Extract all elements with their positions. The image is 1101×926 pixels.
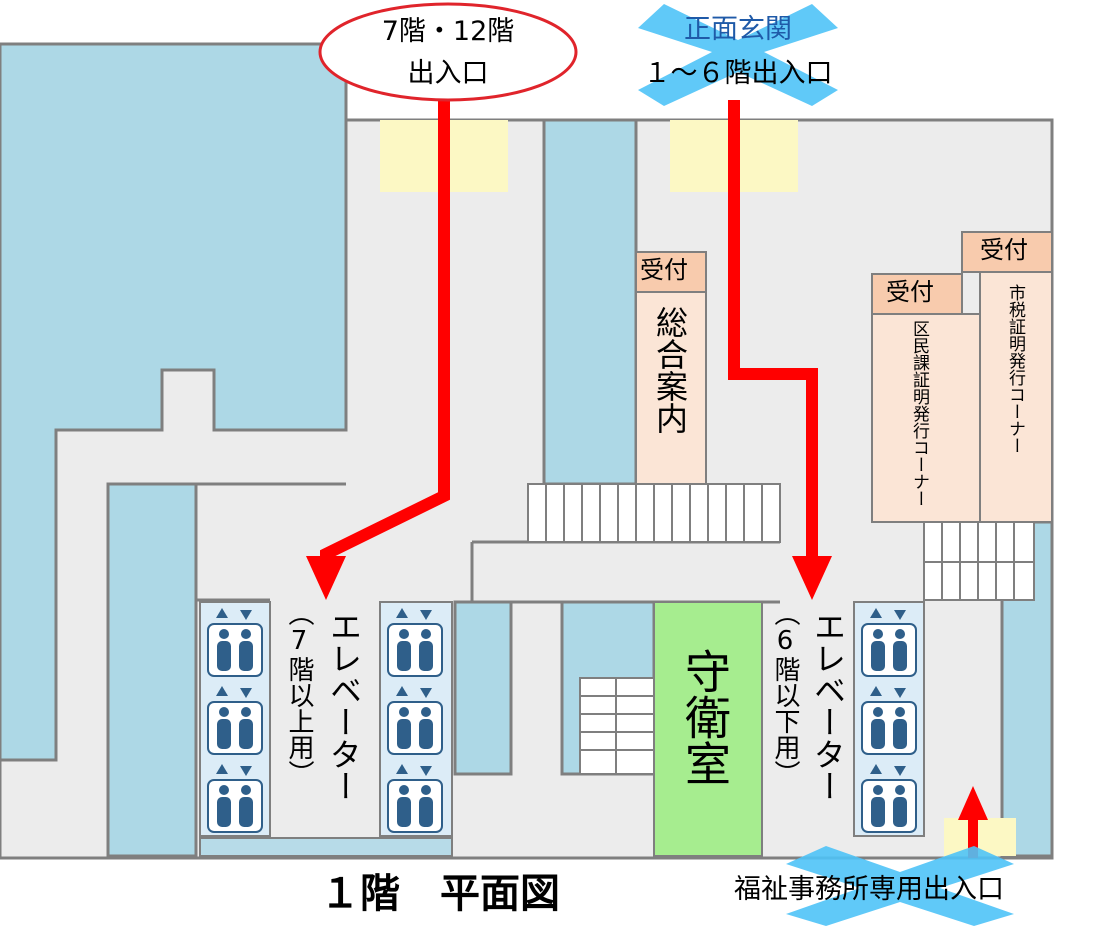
elevator-upper-label: エレベーター [325, 610, 363, 802]
elevator-lower-label: エレベーター [809, 610, 847, 802]
left-ledge [199, 837, 453, 857]
route-arrow [958, 786, 988, 820]
room-mid-lower [453, 600, 513, 776]
entrance-highlight-ellipse [318, 2, 578, 102]
elevator-upper-note: （7階以上用） [284, 600, 314, 786]
elevator-icon [207, 608, 263, 677]
tax-desk-label: 市税証明発行コーナー [1005, 284, 1025, 454]
route-welfare [958, 786, 988, 858]
elevator-icons [207, 608, 917, 833]
stairs-right [923, 521, 1035, 601]
guard-room [653, 601, 763, 857]
route-lower-floors [728, 100, 832, 600]
stairs-lower [579, 677, 655, 775]
ward-desk [871, 313, 981, 523]
elevator-lower-note: （6階以下用） [770, 600, 800, 786]
upper-entrance-label-line2: 出入口 [407, 58, 489, 89]
route-upper-floors [306, 100, 450, 600]
elevator-icon [387, 608, 443, 677]
elevator-icon [207, 764, 263, 833]
route-arrow [792, 556, 832, 600]
elevator-icon [387, 686, 443, 755]
elevator-icon [861, 686, 917, 755]
entrance-cross-marker-main [638, 4, 838, 106]
welfare-entrance-label: 福祉事務所専用出入口 [734, 874, 1004, 905]
main-entrance-label-line2: １～６階出入口 [643, 58, 833, 89]
reception-box-ward [871, 273, 963, 315]
elevator-icon [861, 764, 917, 833]
room-center-top [542, 118, 638, 486]
reception-label-tax: 受付 [980, 236, 1028, 264]
guard-room-label: 守衛室 [678, 648, 732, 786]
reception-label-center: 受付 [640, 256, 688, 284]
reception-box-center [635, 251, 707, 293]
reception-label-ward: 受付 [886, 278, 934, 306]
elevator-icon [207, 686, 263, 755]
stairs-center [527, 483, 781, 543]
floor-title: １階 平面図 [320, 871, 560, 917]
elevator-icon [387, 764, 443, 833]
general-info-desk [635, 291, 707, 485]
tax-desk [979, 271, 1053, 523]
general-info-label: 総合案内 [651, 306, 689, 434]
room-left-lower [106, 482, 198, 858]
route-arrow [306, 556, 346, 600]
inner-walls [196, 120, 780, 604]
main-entrance-label-line1: 正面玄関 [684, 14, 792, 45]
entrance-cross-marker-welfare [786, 846, 1014, 926]
elevator-icon [861, 608, 917, 677]
upper-entrance-label-line1: 7階・12階 [381, 16, 515, 47]
ward-desk-label: 区民課証明発行コーナー [909, 320, 929, 507]
